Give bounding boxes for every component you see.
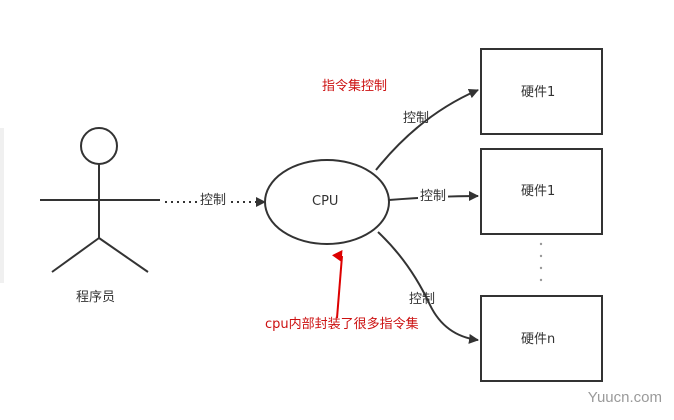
instruction-set-control-label: 指令集控制 <box>322 79 388 94</box>
watermark: Yuucn.com <box>587 389 662 406</box>
programmer-label: 程序员 <box>76 290 116 305</box>
cpu-node <box>264 159 390 245</box>
hardware-box-2 <box>480 148 603 235</box>
hardware-1-label: 硬件1 <box>521 85 556 100</box>
programmer-cpu-edge-label: 控制 <box>198 193 229 208</box>
programmer-figure <box>40 127 160 273</box>
cpu-hw2-edge-label: 控制 <box>418 189 449 204</box>
hardware-n-label: 硬件n <box>521 332 556 347</box>
hardware-2-label: 硬件1 <box>521 184 556 199</box>
cpu-annotation: cpu内部封装了很多指令集 <box>265 317 419 332</box>
cpu-hwn-edge-label: 控制 <box>409 292 436 307</box>
hardware-box-1 <box>480 48 603 135</box>
cpu-hw1-edge <box>375 88 479 171</box>
cpu-hw1-edge-label: 控制 <box>403 111 430 126</box>
hardware-box-n <box>480 295 603 382</box>
cpu-hwn-edge <box>377 231 479 344</box>
annotation-arrow <box>332 250 343 319</box>
left-edge-mark <box>0 128 4 283</box>
cpu-label: CPU <box>312 194 339 209</box>
ellipsis-dots <box>539 242 543 282</box>
